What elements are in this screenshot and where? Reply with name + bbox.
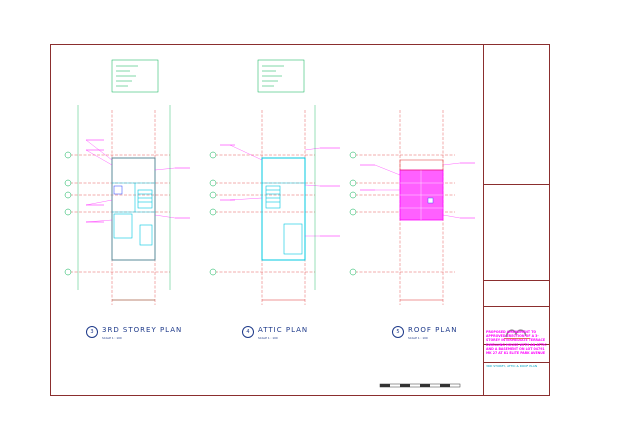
area-schedule-attic (257, 59, 305, 93)
plan-roof (349, 110, 475, 305)
drawing-sheet (50, 44, 550, 396)
plan-attic (209, 105, 340, 305)
plan-number-badge: 5 (392, 326, 404, 338)
area-schedule-3rd (111, 59, 159, 93)
plan-number-badge: 4 (242, 326, 254, 338)
plan-scale: SCALE 1 : 100 (102, 336, 122, 340)
plan-scale: SCALE 1 : 100 (258, 336, 278, 340)
plan-3rd-storey (64, 105, 190, 305)
plan-title: 3RD STOREY PLAN (102, 326, 183, 334)
sheet-title: 3RD STOREY, ATTIC & ROOF PLAN (486, 364, 538, 368)
plan-number-badge: 3 (86, 326, 98, 338)
firm-logo-icon (504, 329, 530, 339)
title-block: PROPOSED AMENDMENT TO APPROVED ERECTION … (483, 44, 550, 396)
plan-title: ATTIC PLAN (258, 326, 309, 334)
plan-scale: SCALE 1 : 100 (408, 336, 428, 340)
project-description: PROPOSED AMENDMENT TO APPROVED ERECTION … (486, 330, 547, 356)
scale-bar (379, 383, 461, 388)
plan-title: ROOF PLAN (408, 326, 458, 334)
